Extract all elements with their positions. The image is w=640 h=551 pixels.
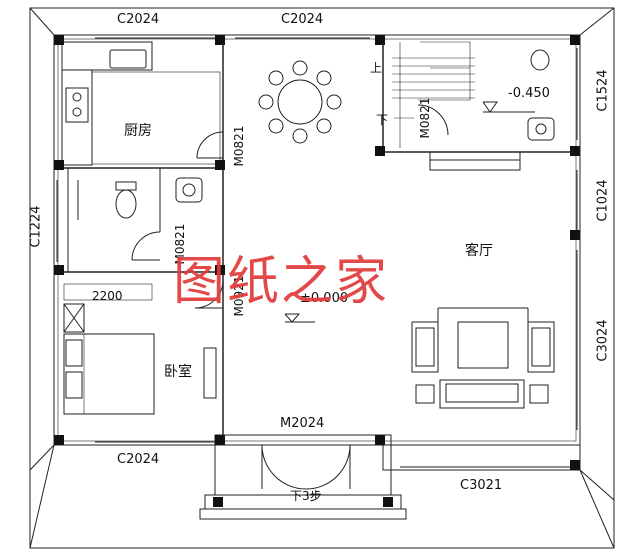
stair-landing-elevation: -0.450 bbox=[508, 86, 550, 101]
closet-dimension: 2200 bbox=[92, 289, 123, 303]
window-label-right-bottom: C3024 bbox=[595, 319, 611, 362]
window-label-left: C1224 bbox=[28, 205, 44, 248]
window-label-right-mid: C1024 bbox=[595, 179, 611, 222]
door-label-entrance: M2024 bbox=[280, 416, 325, 431]
door-label-kitchen: M0821 bbox=[232, 125, 246, 167]
door-label-stair: M0821 bbox=[418, 97, 432, 139]
window-label-top-mid: C2024 bbox=[281, 12, 324, 27]
stair-up-label: 上 bbox=[370, 61, 383, 75]
room-label-bedroom: 卧室 bbox=[164, 364, 192, 380]
window-label-bottom-left: C2024 bbox=[117, 452, 160, 467]
watermark-text: 图纸之家 bbox=[173, 252, 390, 312]
window-label-top-left: C2024 bbox=[117, 12, 160, 27]
room-label-living: 客厅 bbox=[465, 243, 493, 259]
floor-elevation: ±0.000 bbox=[300, 291, 349, 306]
entrance-steps-label: 下3步 bbox=[290, 489, 322, 503]
room-label-kitchen: 厨房 bbox=[124, 123, 152, 139]
window-label-right-top: C1524 bbox=[595, 69, 611, 112]
stair-down-label: 下 bbox=[376, 113, 389, 127]
window-label-bottom-right: C3021 bbox=[460, 478, 503, 493]
